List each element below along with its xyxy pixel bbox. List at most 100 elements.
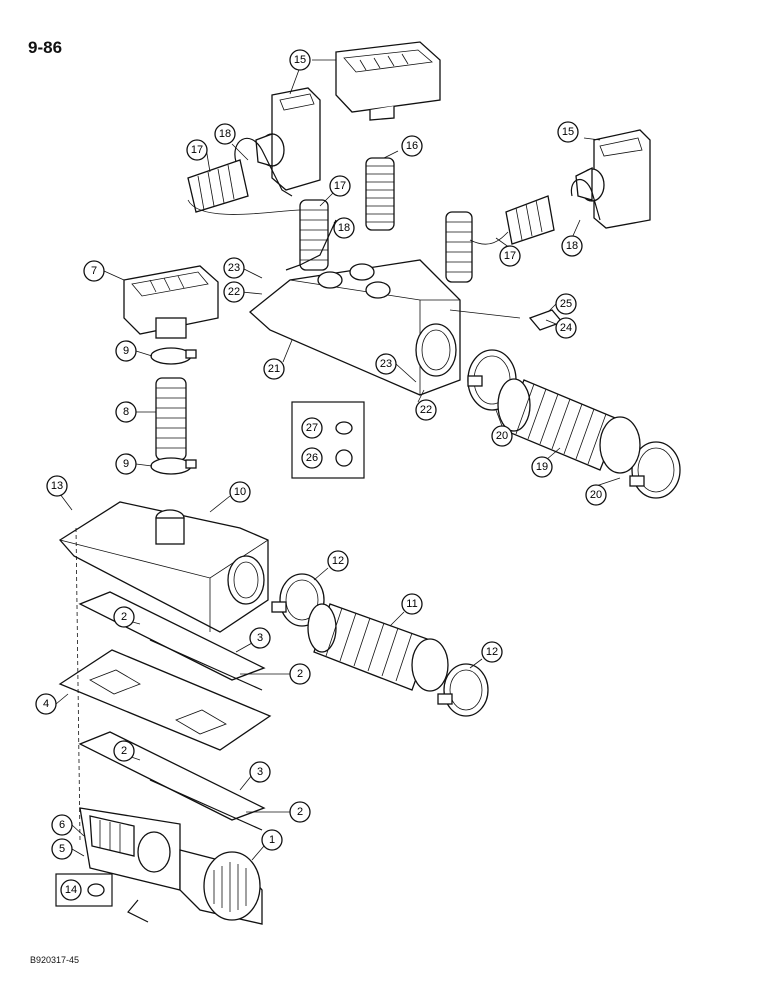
callout-17-center: 17 xyxy=(329,175,351,197)
callout-10: 10 xyxy=(229,481,251,503)
callout-2-b: 2 xyxy=(289,663,311,685)
callout-21: 21 xyxy=(263,358,285,380)
callout-17-top: 17 xyxy=(186,139,208,161)
svg-text:3: 3 xyxy=(257,632,263,644)
callout-23-upper: 23 xyxy=(223,257,245,279)
clamp-12-lower xyxy=(437,663,489,717)
callout-15-right: 15 xyxy=(557,121,579,143)
callout-17-right: 17 xyxy=(499,245,521,267)
callout-18-center: 18 xyxy=(333,217,355,239)
callout-5: 5 xyxy=(51,838,73,860)
duct-housing-10 xyxy=(59,501,269,633)
vent-outlet-top-center xyxy=(335,41,441,121)
callout-15-top: 15 xyxy=(289,49,311,71)
seal-3-b xyxy=(149,779,263,831)
page-number: 9-86 xyxy=(28,38,63,57)
callout-22-lower: 22 xyxy=(415,399,437,421)
inset-box-14 xyxy=(55,873,113,907)
seal-3-a xyxy=(149,639,263,691)
nut-14 xyxy=(87,883,105,897)
callout-9-upper: 9 xyxy=(115,340,137,362)
svg-text:17: 17 xyxy=(334,180,346,192)
vent-outlet-7 xyxy=(123,265,219,339)
svg-text:2: 2 xyxy=(297,668,303,680)
callout-6: 6 xyxy=(51,814,73,836)
svg-text:18: 18 xyxy=(338,222,350,234)
svg-text:8: 8 xyxy=(123,406,129,418)
callout-14: 14 xyxy=(60,879,82,901)
callout-27: 27 xyxy=(301,417,323,439)
svg-text:23: 23 xyxy=(380,358,392,370)
callout-24: 24 xyxy=(555,317,577,339)
callout-2-d: 2 xyxy=(289,801,311,823)
svg-text:9: 9 xyxy=(123,345,129,357)
callout-18-right: 18 xyxy=(561,235,583,257)
svg-text:27: 27 xyxy=(306,422,318,434)
callout-20-upper: 20 xyxy=(491,425,513,447)
drain-tube-18-center xyxy=(285,219,337,271)
hose-16 xyxy=(365,157,395,231)
svg-text:11: 11 xyxy=(406,598,417,610)
hose-17-right xyxy=(445,195,555,283)
svg-text:22: 22 xyxy=(228,286,240,298)
callout-25: 25 xyxy=(555,293,577,315)
callout-16: 16 xyxy=(401,135,423,157)
svg-text:15: 15 xyxy=(562,126,574,138)
callout-18-top: 18 xyxy=(214,123,236,145)
hose-11 xyxy=(307,603,449,692)
hose-19 xyxy=(497,378,641,474)
vent-outlet-right xyxy=(575,129,651,229)
svg-text:24: 24 xyxy=(560,322,572,334)
callout-4: 4 xyxy=(35,693,57,715)
svg-text:3: 3 xyxy=(257,766,263,778)
svg-text:23: 23 xyxy=(228,262,240,274)
svg-text:1: 1 xyxy=(269,834,275,846)
clamp-9-lower xyxy=(150,457,197,475)
svg-text:25: 25 xyxy=(560,298,572,310)
callout-7: 7 xyxy=(83,260,105,282)
callout-12-lower: 12 xyxy=(481,641,503,663)
gasket-2-b xyxy=(78,731,266,821)
drain-tube-18-right xyxy=(570,179,601,221)
callout-2-c: 2 xyxy=(113,740,135,762)
svg-text:12: 12 xyxy=(332,555,344,567)
callout-9-lower: 9 xyxy=(115,453,137,475)
clamp-9-upper xyxy=(150,347,197,365)
svg-text:12: 12 xyxy=(486,646,498,658)
callout-3-a: 3 xyxy=(249,627,271,649)
inset-box-26-27 xyxy=(291,401,365,479)
plug-26 xyxy=(335,449,353,467)
svg-text:17: 17 xyxy=(504,250,516,262)
blower-assembly-1 xyxy=(79,807,263,925)
callout-2-a: 2 xyxy=(113,606,135,628)
plate-4 xyxy=(58,649,272,751)
svg-text:7: 7 xyxy=(91,265,97,277)
svg-text:16: 16 xyxy=(406,140,418,152)
svg-text:2: 2 xyxy=(121,745,127,757)
hose-17-center xyxy=(299,199,329,271)
vent-outlet-top-left xyxy=(255,87,321,191)
svg-text:15: 15 xyxy=(294,54,306,66)
callout-12-upper: 12 xyxy=(327,550,349,572)
svg-text:21: 21 xyxy=(268,363,280,375)
svg-text:4: 4 xyxy=(43,698,49,710)
svg-text:2: 2 xyxy=(121,611,127,623)
svg-text:22: 22 xyxy=(420,404,432,416)
svg-text:26: 26 xyxy=(306,452,318,464)
figure-id: B920317-45 xyxy=(30,955,80,965)
duct-housing-21 xyxy=(248,259,521,396)
alignment-line xyxy=(75,527,81,841)
callout-13: 13 xyxy=(46,475,68,497)
svg-text:20: 20 xyxy=(590,489,602,501)
callout-22-upper: 22 xyxy=(223,281,245,303)
svg-text:5: 5 xyxy=(59,843,65,855)
callout-20-lower: 20 xyxy=(585,484,607,506)
svg-text:18: 18 xyxy=(566,240,578,252)
callout-26: 26 xyxy=(301,447,323,469)
svg-text:2: 2 xyxy=(297,806,303,818)
svg-text:9: 9 xyxy=(123,458,129,470)
hose-8 xyxy=(155,377,187,461)
svg-text:10: 10 xyxy=(234,486,246,498)
svg-text:20: 20 xyxy=(496,430,508,442)
callout-19: 19 xyxy=(531,456,553,478)
